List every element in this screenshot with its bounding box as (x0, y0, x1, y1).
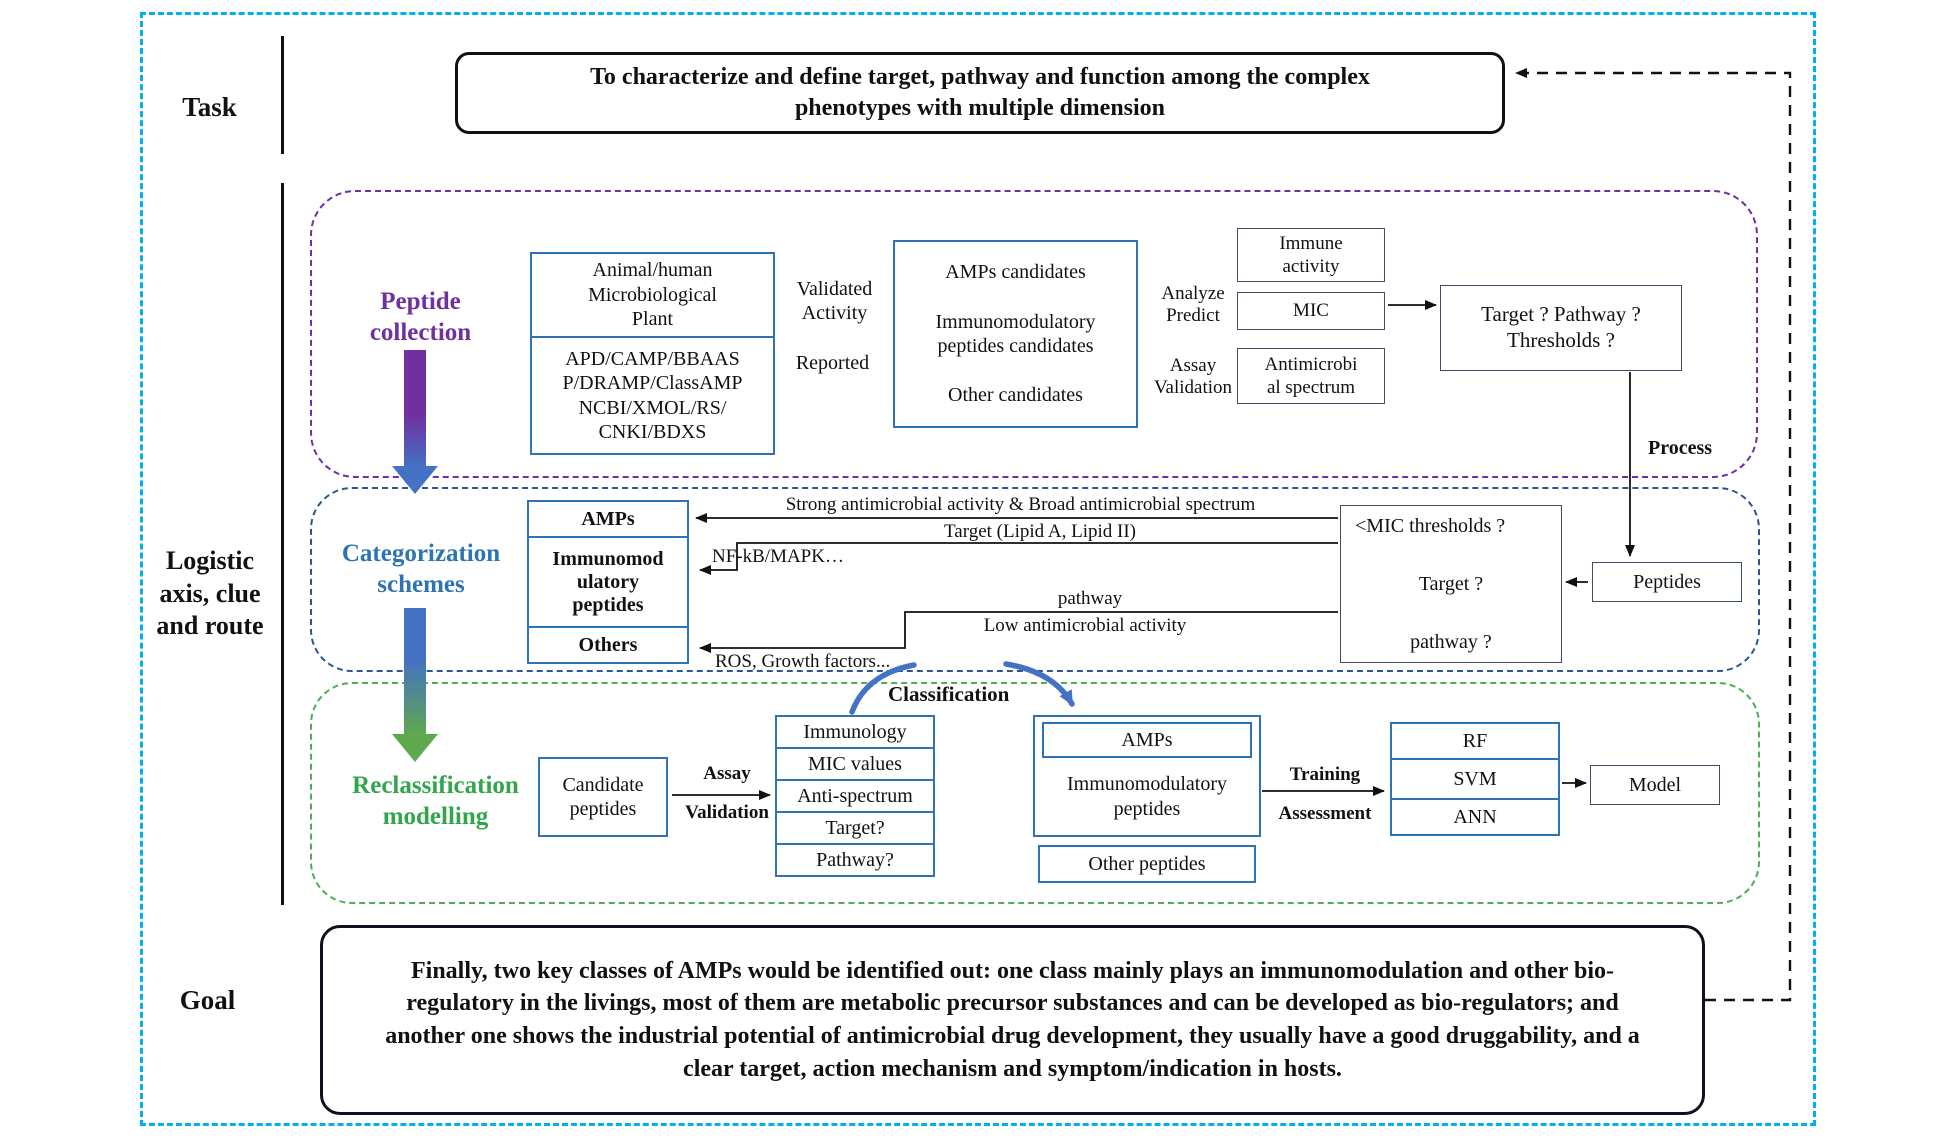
assessment-label: Assessment (1278, 803, 1372, 824)
model-stack: RF SVM ANN (1390, 722, 1560, 836)
category-amps: AMPs (527, 500, 689, 538)
assay-validation-label: Assay Validation (1153, 355, 1233, 399)
flow-arrow-collection-to-categorization-body (404, 350, 426, 468)
assay-label: Assay (703, 763, 751, 784)
analyze-predict-label: Analyze Predict (1161, 283, 1225, 327)
immune-activity-box: Immune activity (1237, 228, 1385, 282)
mic-threshold-question-box: <MIC thresholds ? Target ? pathway ? (1340, 505, 1562, 663)
target-pathway-thresholds-box: Target ? Pathway ? Thresholds ? (1440, 285, 1682, 371)
pathway-label: pathway (1057, 588, 1123, 609)
category-immunomodulatory: Immunomod ulatory peptides (527, 536, 689, 628)
reclassification-title: Reclassification modelling (352, 772, 519, 831)
process-label: Process (1648, 437, 1713, 459)
categorization-title: Categorization schemes (341, 540, 501, 599)
candidates-other: Other candidates (948, 384, 1083, 407)
category-others: Others (527, 626, 689, 664)
criteria-target: Target? (775, 811, 935, 845)
candidates-box: AMPs candidates Immunomodulatory peptide… (893, 240, 1138, 428)
database-sources: Animal/human Microbiological Plant (588, 259, 717, 331)
collection-title: Peptide collection (369, 288, 472, 347)
category-stack: AMPs Immunomod ulatory peptides Others (527, 500, 689, 664)
criteria-mic-values: MIC values (775, 747, 935, 781)
model-ann: ANN (1390, 798, 1560, 836)
training-label: Training (1289, 764, 1361, 785)
classification-label: Classification (888, 682, 1010, 706)
candidates-amps: AMPs candidates (945, 261, 1086, 284)
class-amps-box: AMPs (1042, 722, 1252, 758)
database-names: APD/CAMP/BBAAS P/DRAMP/ClassAMP NCBI/XMO… (532, 336, 773, 453)
flow-arrow-categorization-to-reclassification-body (404, 608, 426, 736)
candidate-peptides-box: Candidate peptides (538, 757, 668, 837)
criteria-anti-spectrum: Anti-spectrum (775, 779, 935, 813)
class-other-peptides-box: Other peptides (1038, 845, 1256, 883)
micq-line-3: pathway ? (1410, 630, 1492, 653)
flow-arrow-collection-to-categorization-head (392, 466, 438, 494)
ros-growth-label: ROS, Growth factors... (715, 651, 891, 672)
nfkb-mapk-label: NF-kB/MAPK… (712, 546, 844, 567)
reported-label: Reported (795, 352, 870, 374)
axis-divider-main (281, 183, 284, 905)
low-activity-label: Low antimicrobial activity (983, 615, 1187, 636)
validation-label: Validation (685, 802, 769, 823)
criteria-stack: Immunology MIC values Anti-spectrum Targ… (775, 715, 935, 877)
task-axis-label: Task (182, 92, 237, 122)
target-lipid-label: Target (Lipid A, Lipid II) (944, 521, 1136, 542)
criteria-pathway: Pathway? (775, 843, 935, 877)
validated-activity-label: Validated Activity (796, 278, 873, 324)
goal-statement-text: Finally, two key classes of AMPs would b… (385, 957, 1640, 1082)
goal-axis-label: Goal (179, 985, 236, 1015)
model-svm: SVM (1390, 758, 1560, 800)
axis-divider-task (281, 36, 284, 154)
micq-line-2: Target ? (1418, 572, 1484, 595)
antimicrobial-spectrum-box: Antimicrobi al spectrum (1237, 348, 1385, 404)
mic-box: MIC (1237, 292, 1385, 330)
task-statement-box: To characterize and define target, pathw… (455, 52, 1505, 134)
strong-activity-label: Strong antimicrobial activity & Broad an… (785, 494, 1256, 515)
logistic-axis-label: Logistic axis, clue and route (156, 546, 264, 640)
model-rf: RF (1390, 722, 1560, 760)
peptides-box: Peptides (1592, 562, 1742, 602)
micq-line-1: <MIC thresholds ? (1355, 515, 1506, 537)
database-box: Animal/human Microbiological Plant APD/C… (530, 252, 775, 455)
flow-arrow-categorization-to-reclassification-head (392, 734, 438, 762)
candidates-immunomodulatory: Immunomodulatory peptides candidates (935, 310, 1096, 357)
model-box: Model (1590, 765, 1720, 805)
criteria-immunology: Immunology (775, 715, 935, 749)
outer-dashed-frame (140, 12, 1816, 1126)
goal-statement-box: Finally, two key classes of AMPs would b… (320, 925, 1705, 1115)
class-immunomodulatory-label: Immunomodulatory peptides (1067, 773, 1227, 820)
